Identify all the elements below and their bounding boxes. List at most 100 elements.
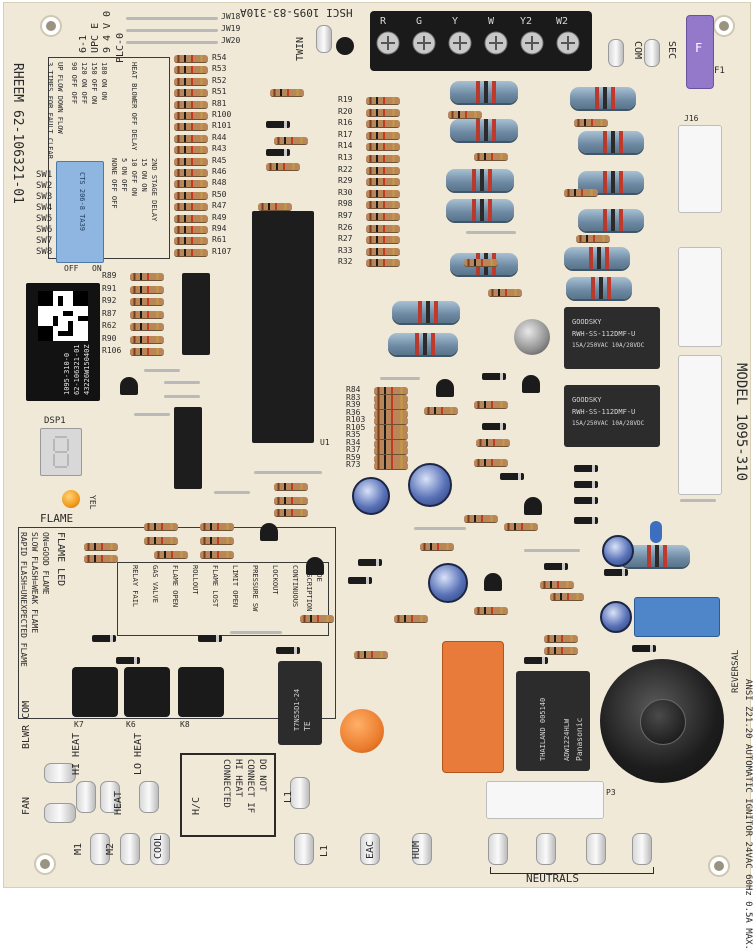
- terminal-screw-w[interactable]: [484, 31, 508, 55]
- resistor-r105: [374, 424, 408, 432]
- resistor-r94: [174, 226, 208, 233]
- k2-brand: GOODSKY: [572, 396, 602, 404]
- dip-switch[interactable]: CTS 206-8 TA39: [56, 161, 104, 263]
- resistor-r51: [174, 89, 208, 97]
- resistor-r26: [366, 224, 400, 232]
- spade-neutral-1[interactable]: [488, 833, 508, 865]
- jumper-jw2: [230, 631, 282, 634]
- ignitor-transformer-t1: [600, 659, 724, 783]
- resistor-r70: [544, 635, 578, 642]
- electrolytic-cap-c9: [602, 535, 634, 567]
- spade-m2[interactable]: [120, 833, 140, 865]
- resistor-r100: [174, 112, 208, 119]
- mount-hole-bottom-left: [34, 853, 56, 875]
- spade-heat[interactable]: [100, 781, 120, 813]
- spade-blwr-com[interactable]: [44, 763, 76, 783]
- label-r45: R45: [212, 155, 227, 165]
- diode-d17: [524, 657, 548, 664]
- label-r62: R62: [102, 321, 117, 330]
- spade-l1-bottom[interactable]: [294, 833, 314, 865]
- ignitor-core: [640, 699, 686, 745]
- spade-eac[interactable]: [360, 833, 380, 865]
- mount-hole-top-left: [40, 15, 62, 37]
- dip-on-label: ON: [92, 264, 102, 273]
- resistor-r47: [174, 203, 208, 211]
- label-r35: R35: [346, 430, 361, 439]
- resistor-r86: [420, 543, 454, 550]
- ground-standoff: [336, 37, 354, 55]
- label-r83: R83: [346, 392, 361, 402]
- resistor-r23: [474, 153, 508, 160]
- spade-l1-top[interactable]: [290, 777, 310, 809]
- label-r27: R27: [338, 234, 353, 244]
- connector-p3[interactable]: [486, 781, 604, 819]
- spade-neutral-3[interactable]: [586, 833, 606, 865]
- u1-label: U1: [320, 438, 330, 447]
- spade-com[interactable]: [608, 39, 624, 67]
- precision-resistor-r93: [392, 301, 460, 323]
- resistor-r41: [574, 119, 608, 126]
- spade-cool[interactable]: [150, 833, 170, 865]
- jumper-jw4: [144, 369, 180, 372]
- connector-p1[interactable]: [678, 247, 722, 347]
- spade-lo-heat[interactable]: [139, 781, 159, 813]
- terminal-screw-g[interactable]: [412, 31, 436, 55]
- spade-hi-heat[interactable]: [76, 781, 96, 813]
- terminal-screw-y[interactable]: [448, 31, 472, 55]
- connector-j6[interactable]: [678, 125, 722, 213]
- diode-d1: [574, 481, 598, 488]
- connector-p2[interactable]: [678, 355, 722, 495]
- spade-sec[interactable]: [644, 39, 660, 67]
- precision-resistor-r8: [570, 87, 636, 109]
- k1-model: RWH-SS-112DMF-U: [572, 330, 636, 338]
- spade-fan[interactable]: [44, 803, 76, 823]
- resistor-r60: [576, 235, 610, 242]
- terminal-screw-r[interactable]: [376, 31, 400, 55]
- spade-twin[interactable]: [316, 25, 332, 53]
- diode-d6: [482, 423, 506, 430]
- resistor-r89: [130, 273, 164, 280]
- k2-spec: 15A/250VAC 10A/28VDC: [572, 420, 645, 427]
- resistor-r57: [144, 537, 178, 544]
- diode-d4: [574, 517, 598, 524]
- dip-sw7-label: SW7: [36, 236, 53, 246]
- dip-table-panel: UP FLOW DOWN FLOW 3 TIMES FOR FAULT CLEA…: [46, 57, 170, 259]
- resistor-r77: [274, 497, 308, 504]
- label-r107: R107: [212, 246, 232, 256]
- neutrals-bracket: [490, 867, 654, 874]
- label-r106: R106: [102, 346, 122, 355]
- resistor-r71: [544, 647, 578, 654]
- spade-neutral-2[interactable]: [536, 833, 556, 865]
- spade-neutral-4[interactable]: [632, 833, 652, 865]
- resistor-r72: [540, 581, 574, 588]
- label-r47: R47: [212, 201, 227, 211]
- spade-m1[interactable]: [90, 833, 110, 865]
- resistor-r106: [130, 348, 164, 355]
- terminal-screw-y2[interactable]: [520, 31, 544, 55]
- diode-d8: [358, 559, 382, 566]
- label-r98: R98: [338, 199, 353, 209]
- diode-d15: [482, 373, 506, 380]
- label-r44: R44: [212, 132, 227, 142]
- label-r52: R52: [212, 75, 227, 85]
- resistor-r93: [488, 289, 522, 296]
- dip-sw3-label: SW3: [36, 192, 53, 202]
- k1-spec: 15A/250VAC 10A/28VDC: [572, 342, 645, 349]
- p3-label: P3: [606, 788, 616, 797]
- label-r16: R16: [338, 118, 353, 128]
- label-r92: R92: [102, 296, 117, 305]
- resistor-r22: [366, 166, 400, 174]
- label-r17: R17: [338, 129, 353, 139]
- jumper-jw20: [126, 41, 218, 44]
- terminal-screw-w2[interactable]: [556, 31, 580, 55]
- resistor-r73: [374, 462, 408, 469]
- flame-led-icon: [62, 490, 80, 508]
- spade-hum[interactable]: [412, 833, 432, 865]
- electrolytic-cap-c12: [600, 601, 632, 633]
- resistor-r103: [374, 417, 408, 424]
- fuse-f1[interactable]: F: [686, 15, 714, 89]
- diode-d20: [92, 635, 116, 642]
- diode-d19: [116, 657, 140, 664]
- label-r20: R20: [338, 106, 353, 116]
